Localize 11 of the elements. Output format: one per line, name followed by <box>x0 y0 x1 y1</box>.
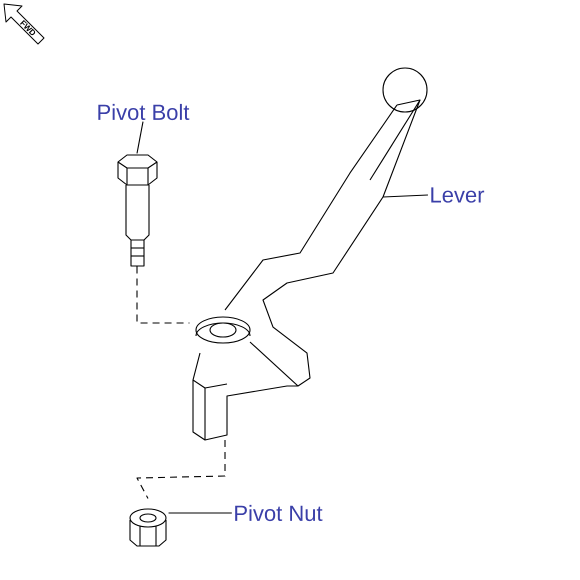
part-label: Pivot Nut <box>235 504 322 522</box>
assembly-line <box>136 266 190 324</box>
part-label: Pivot Bolt <box>98 104 190 120</box>
leader-line <box>382 194 428 198</box>
leader-line <box>136 122 144 154</box>
leader-line <box>168 512 232 514</box>
assembly-line <box>136 440 226 499</box>
bolt-drawing <box>117 154 158 267</box>
part-label: Lever <box>431 187 484 203</box>
nut-drawing <box>129 508 167 547</box>
lever-drawing <box>192 67 428 441</box>
